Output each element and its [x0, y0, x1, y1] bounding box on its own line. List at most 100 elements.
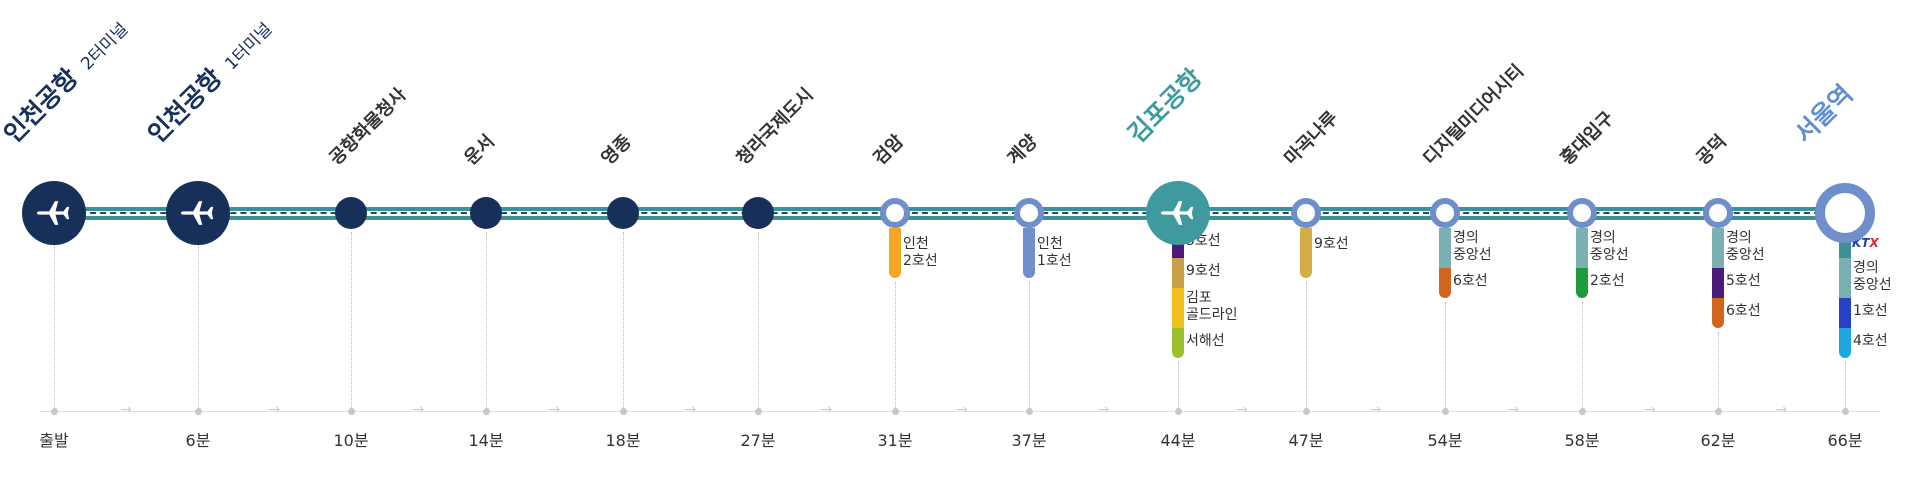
transfer-line-segment [1712, 228, 1724, 268]
transfer-lines: 경의 중앙선 2호선 [1576, 0, 1629, 495]
time-tick [1026, 408, 1033, 415]
travel-time-label: 27분 [740, 431, 776, 450]
transfer-line-segment [1172, 328, 1184, 358]
transfer-line-segment [1439, 228, 1451, 268]
airport-marker [22, 181, 86, 245]
station-name: 김포공항 [1119, 59, 1210, 150]
transfer-line-label: 경의 중앙선 [1726, 230, 1765, 263]
time-tick [620, 408, 627, 415]
transfer-line-segment [1839, 328, 1851, 358]
timeline-arrow-icon: → [1097, 402, 1110, 418]
track-line-lower [60, 216, 1860, 220]
time-tick [483, 408, 490, 415]
time-tick [195, 408, 202, 415]
travel-time-label: 47분 [1288, 431, 1324, 450]
transfer-station-ring [1430, 198, 1460, 228]
station-name-text: 인천공항 [0, 63, 84, 149]
transfer-line-segment [1839, 298, 1851, 328]
station-name: 운서 [458, 128, 500, 170]
transfer-line-label: 인천 2호선 [903, 236, 938, 269]
transfer-line-label: 경의 중앙선 [1590, 230, 1629, 263]
transfer-line-label: 1호선 [1853, 303, 1888, 319]
station-name: 공항화물청사 [323, 81, 412, 170]
transfer-lines: 9호선 [1300, 0, 1349, 495]
travel-time-label: 44분 [1160, 431, 1196, 450]
transfer-line-segment [1839, 258, 1851, 298]
station-dot [742, 197, 774, 229]
travel-time-label: 31분 [877, 431, 913, 450]
transfer-line-label: 경의 중앙선 [1453, 230, 1492, 263]
timeline-arrow-icon: → [1507, 402, 1520, 418]
timeline-arrow-icon: → [412, 402, 425, 418]
transfer-line-label: 인천 1호선 [1037, 236, 1072, 269]
timeline-arrow-icon: → [1236, 402, 1248, 418]
time-tick [1579, 408, 1586, 415]
track-center-dash [60, 212, 1860, 214]
station-name: 인천공항1터미널 [139, 10, 279, 150]
transfer-line-segment [1023, 228, 1035, 278]
transfer-line-segment [1172, 258, 1184, 288]
transfer-line-label: 9호선 [1186, 263, 1221, 279]
transfer-line-label: 2호선 [1590, 273, 1625, 289]
transfer-line-label: 5호선 [1726, 273, 1761, 289]
station-dot [470, 197, 502, 229]
station-name-text: 청라국제도시 [732, 84, 818, 170]
travel-time-label: 14분 [468, 431, 504, 450]
transfer-line-segment [1712, 268, 1724, 298]
station-name: 계양 [1001, 128, 1043, 170]
transfer-line-segment [1300, 228, 1312, 278]
transfer-line-label: 6호선 [1726, 303, 1761, 319]
station-connector [486, 232, 487, 408]
timeline-arrow-icon: → [548, 402, 561, 418]
time-tick [348, 408, 355, 415]
transfer-line-segment [1439, 268, 1451, 298]
transfer-line-label: 9호선 [1314, 236, 1349, 252]
station-name: 검암 [867, 128, 909, 170]
time-tick [1842, 408, 1849, 415]
station-connector [198, 232, 199, 408]
station-connector [1306, 282, 1307, 408]
station-connector [1029, 282, 1030, 408]
timeline-arrow-icon: → [120, 402, 132, 418]
station-name: 영종 [595, 128, 637, 170]
travel-time-label: 37분 [1011, 431, 1047, 450]
transfer-line-label: 6호선 [1453, 273, 1488, 289]
travel-time-label: 62분 [1700, 431, 1736, 450]
transfer-line-label: 서해선 [1186, 333, 1225, 349]
station-connector [623, 232, 624, 408]
terminus-ring [1815, 183, 1875, 243]
transfer-station-ring [1291, 198, 1321, 228]
time-tick [1303, 408, 1310, 415]
transfer-line-label: 경의 중앙선 [1853, 260, 1892, 293]
station-connector [758, 232, 759, 408]
travel-time-label: 18분 [605, 431, 641, 450]
transfer-line-label: 4호선 [1853, 333, 1888, 349]
station-name-text: 인천공항 [142, 63, 228, 149]
time-tick [1715, 408, 1722, 415]
time-tick [51, 408, 58, 415]
transfer-lines: 경의 중앙선 5호선 6호선 [1712, 0, 1765, 495]
timeline-arrow-icon: → [1369, 402, 1382, 418]
timeline-arrow-icon: → [956, 402, 968, 418]
timeline-arrow-icon: → [820, 402, 833, 418]
travel-time-label: 54분 [1427, 431, 1463, 450]
transfer-station-ring [1703, 198, 1733, 228]
station-connector [1445, 302, 1446, 408]
time-axis [40, 411, 1880, 412]
station-name: 디지털미디어시티 [1417, 58, 1529, 170]
station-name-text: 디지털미디어시티 [1419, 60, 1528, 170]
station-connector [351, 232, 352, 408]
airport-marker [1146, 181, 1210, 245]
track-line [60, 207, 1860, 211]
station-connector [1718, 332, 1719, 408]
station-name-text: 영종 [597, 131, 636, 170]
travel-time-label: 10분 [333, 431, 369, 450]
transfer-lines: 인천 1호선 [1023, 0, 1072, 495]
transfer-station-ring [1014, 198, 1044, 228]
transfer-line-segment [1576, 228, 1588, 268]
transfer-line-segment [889, 228, 901, 278]
transfer-lines: 인천 2호선 [889, 0, 938, 495]
